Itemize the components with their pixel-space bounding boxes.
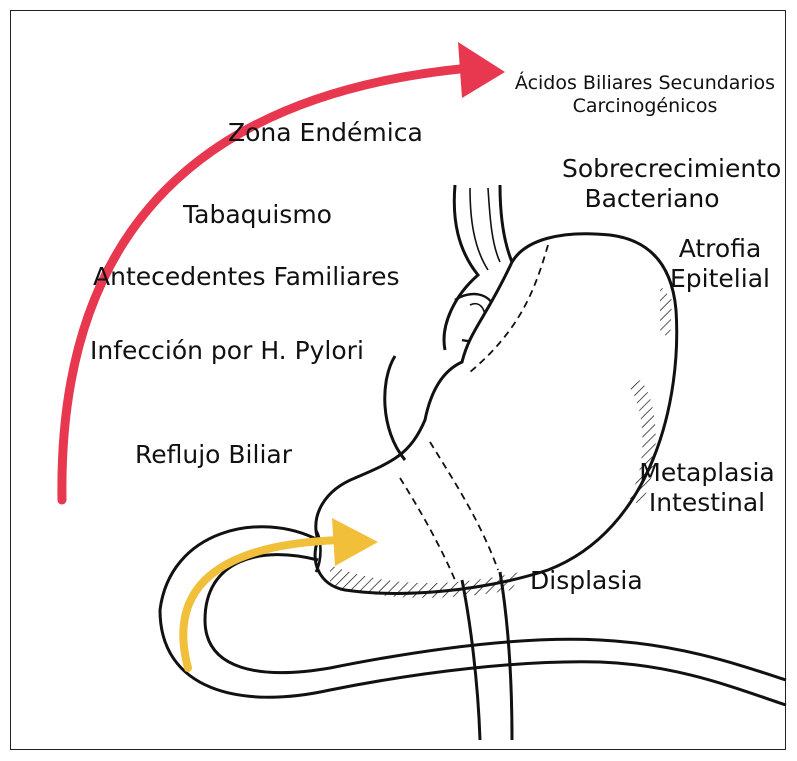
label-acidos-biliares: Ácidos Biliares Secundarios Carcinogénic… [510, 72, 780, 118]
label-infeccion-h-pylori: Infección por H. Pylori [90, 336, 364, 366]
label-reflujo-biliar: Reflujo Biliar [135, 440, 292, 470]
progression-arrowhead-icon [458, 42, 505, 98]
label-antecedentes-familiares: Antecedentes Familiares [93, 262, 400, 292]
label-atrofia-epitelial: Atrofia Epitelial [660, 234, 780, 294]
label-metaplasia-intestinal: Metaplasia Intestinal [632, 458, 782, 518]
label-tabaquismo: Tabaquismo [183, 200, 332, 230]
label-sobrecrecimiento: Sobrecrecimiento Bacteriano [562, 154, 742, 214]
label-zona-endemica: Zona Endémica [228, 118, 423, 148]
label-displasia: Displasia [530, 566, 643, 596]
